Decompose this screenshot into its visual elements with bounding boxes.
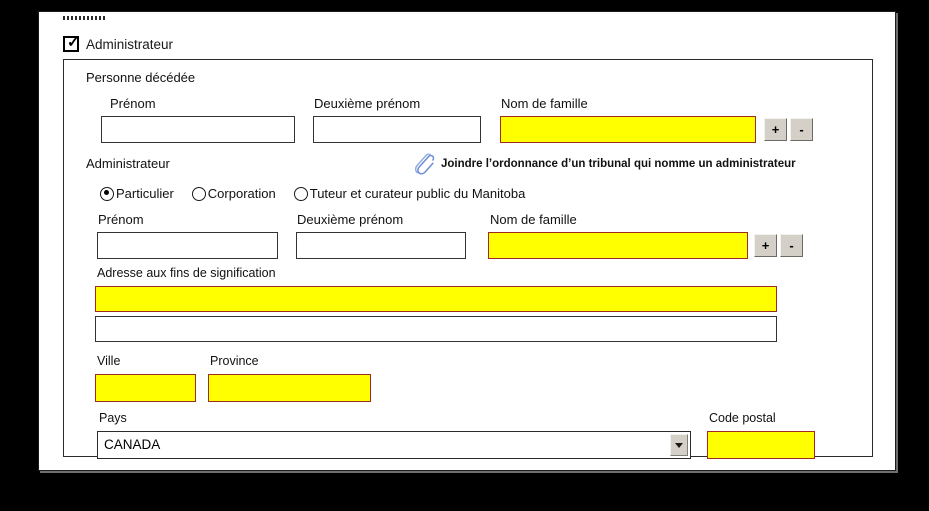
province-input[interactable] xyxy=(208,374,371,402)
radio-corporation-label: Corporation xyxy=(207,186,276,201)
paperclip-icon xyxy=(414,153,435,175)
deceased-first-name-label: Prénom xyxy=(110,96,156,111)
radio-particulier-indicator[interactable] xyxy=(100,186,114,201)
chevron-down-icon[interactable] xyxy=(670,434,688,456)
form-page: ✓ Administrateur Personne décédée Prénom… xyxy=(38,11,896,471)
administrator-group-box: Personne décédée Prénom Deuxième prénom … xyxy=(63,59,873,459)
deceased-middle-name-label: Deuxième prénom xyxy=(314,96,421,111)
city-label: Ville xyxy=(97,354,121,368)
attachment-note[interactable]: Joindre l’ordonnance d’un tribunal qui n… xyxy=(413,152,796,176)
radio-tuteur-indicator[interactable] xyxy=(293,186,308,201)
deceased-middle-name-input[interactable] xyxy=(313,116,481,143)
attachment-note-text: Joindre l’ordonnance d’un tribunal qui n… xyxy=(441,158,796,170)
administrator-remove-row-button[interactable]: - xyxy=(780,234,803,257)
country-value: CANADA xyxy=(104,437,161,452)
deceased-last-name-input[interactable] xyxy=(500,116,756,143)
country-dropdown[interactable]: CANADA xyxy=(97,431,691,459)
admin-checkbox[interactable]: ✓ xyxy=(63,34,80,52)
administrator-last-name-label: Nom de famille xyxy=(490,212,577,227)
radio-option-corporation[interactable]: Corporation xyxy=(191,186,276,201)
city-value xyxy=(96,375,195,379)
administrator-row-buttons: + - xyxy=(754,234,803,257)
deceased-last-name-label: Nom de famille xyxy=(501,96,588,111)
postal-code-value xyxy=(708,432,814,436)
administrator-add-row-button[interactable]: + xyxy=(754,234,777,257)
administrator-first-name-input[interactable] xyxy=(97,232,278,259)
administrator-middle-name-value xyxy=(297,233,465,237)
province-value xyxy=(209,375,370,379)
postal-code-label: Code postal xyxy=(709,411,776,425)
deceased-first-name-input[interactable] xyxy=(101,116,295,143)
deceased-section-title: Personne décédée xyxy=(86,70,196,85)
administrator-section-title: Administrateur xyxy=(86,156,170,171)
administrator-last-name-input[interactable] xyxy=(488,232,748,259)
deceased-row-buttons: + - xyxy=(764,118,813,141)
deceased-last-name-value xyxy=(501,117,755,121)
admin-checkbox-row[interactable]: ✓ Administrateur xyxy=(63,34,174,52)
deceased-first-name-value xyxy=(102,117,294,121)
administrator-middle-name-input[interactable] xyxy=(296,232,466,259)
country-label: Pays xyxy=(99,411,127,425)
administrator-first-name-label: Prénom xyxy=(98,212,144,227)
radio-tuteur-label: Tuteur et curateur public du Manitoba xyxy=(309,186,526,201)
address-line2-value xyxy=(96,317,776,321)
postal-code-input[interactable] xyxy=(707,431,815,459)
radio-option-particulier[interactable]: Particulier xyxy=(100,186,174,201)
radio-particulier-label: Particulier xyxy=(116,186,174,201)
deceased-add-row-button[interactable]: + xyxy=(764,118,787,141)
address-line2-input[interactable] xyxy=(95,316,777,342)
administrator-type-radio-group: Particulier Corporation Tuteur et curate… xyxy=(100,186,525,201)
radio-option-tuteur[interactable]: Tuteur et curateur public du Manitoba xyxy=(293,186,526,201)
check-icon: ✓ xyxy=(67,34,80,51)
administrator-middle-name-label: Deuxième prénom xyxy=(297,212,404,227)
deceased-middle-name-value xyxy=(314,117,480,121)
administrator-last-name-value xyxy=(489,233,747,237)
radio-corporation-indicator[interactable] xyxy=(191,186,206,201)
page-top-tick-marks xyxy=(63,16,105,20)
city-input[interactable] xyxy=(95,374,196,402)
deceased-remove-row-button[interactable]: - xyxy=(790,118,813,141)
address-line1-input[interactable] xyxy=(95,286,777,312)
admin-checkbox-label: Administrateur xyxy=(86,36,174,52)
administrator-first-name-value xyxy=(98,233,277,237)
address-line1-value xyxy=(96,287,776,291)
province-label: Province xyxy=(210,354,259,368)
address-section-title: Adresse aux fins de signification xyxy=(97,266,276,280)
